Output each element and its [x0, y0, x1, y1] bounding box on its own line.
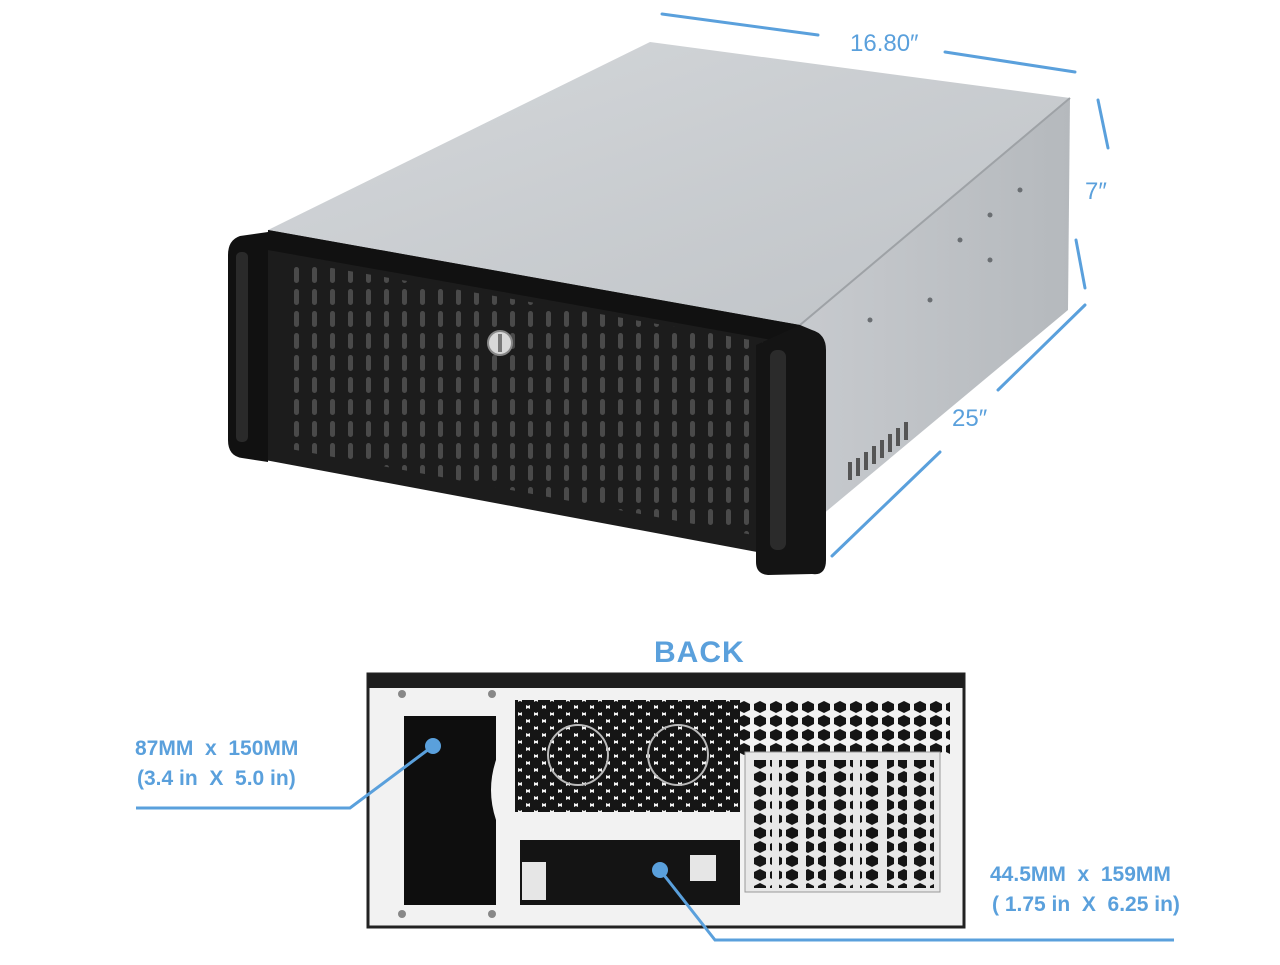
drive-callout-line [658, 869, 1174, 942]
height-line-bottom [1074, 238, 1087, 290]
back-view-title: BACK [654, 636, 745, 669]
depth-line-bottom [830, 450, 942, 558]
psu-callout-dot [425, 738, 441, 754]
depth-line-top [996, 303, 1087, 392]
case-side-panel [800, 98, 1070, 515]
psu-opening-metric: 87MM x 150MM [135, 737, 299, 760]
dimension-lines [660, 12, 1110, 558]
height-line-top [1096, 98, 1110, 150]
width-line-right [943, 50, 1077, 74]
height-dimension-label: 7″ [1085, 178, 1107, 205]
psu-opening [404, 716, 496, 905]
drive-bay-imperial: ( 1.75 in X 6.25 in) [992, 893, 1180, 916]
width-dimension-label: 16.80″ [850, 30, 919, 57]
psu-callout-line [136, 744, 434, 810]
front-grille [285, 260, 780, 540]
psu-opening-imperial: (3.4 in X 5.0 in) [137, 767, 296, 790]
drive-callout-dot [652, 862, 668, 878]
depth-dimension-label: 25″ [952, 405, 988, 432]
front-case-view [228, 42, 1071, 575]
side-vent [848, 422, 908, 480]
right-rack-handle [756, 325, 826, 575]
expansion-slots [752, 760, 934, 888]
back-panel-view [366, 672, 966, 929]
drive-bay-metric: 44.5MM x 159MM [990, 863, 1171, 886]
case-top-cover [268, 42, 1070, 325]
width-line-left [660, 12, 820, 37]
callout-lines [136, 744, 1174, 942]
